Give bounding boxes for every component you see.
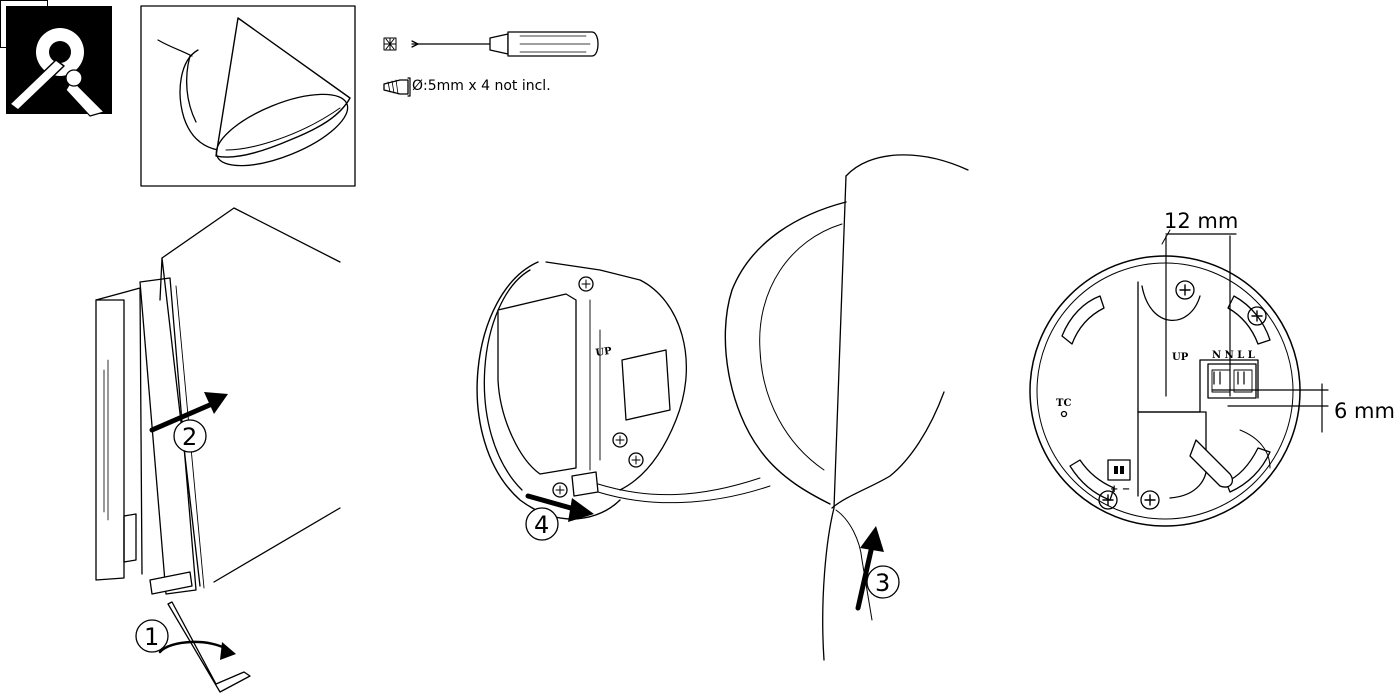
lamp-preview-icon bbox=[140, 5, 356, 187]
step-2-number: 2 bbox=[182, 423, 197, 451]
polarity-label: + − bbox=[1110, 484, 1130, 495]
dimension-12mm-label: 12 mm bbox=[1164, 209, 1238, 233]
step-1-number: 1 bbox=[144, 623, 159, 651]
screwdriver-icon bbox=[383, 31, 599, 57]
dimension-6mm-label: 6 mm bbox=[1334, 399, 1395, 423]
screw-icon bbox=[383, 77, 411, 97]
tool-warning-icon bbox=[6, 6, 112, 117]
push-arrow-step2 bbox=[149, 392, 228, 433]
up-mark-base: UP bbox=[1172, 352, 1189, 363]
terminal-labels: N N L L bbox=[1212, 350, 1255, 361]
step-3-number: 3 bbox=[875, 569, 890, 597]
up-mark-side: UP bbox=[595, 346, 613, 359]
lamp-head-view bbox=[724, 154, 969, 661]
step-circles bbox=[135, 419, 900, 653]
lift-arrow-step3 bbox=[855, 526, 884, 611]
tc-label: TC bbox=[1056, 398, 1071, 409]
disconnect-arrow-step4 bbox=[525, 493, 594, 522]
rotate-arrow-step1 bbox=[158, 640, 236, 660]
screw-spec-text: Ø:5mm x 4 not incl. bbox=[412, 78, 551, 94]
base-plate-front-view bbox=[1029, 229, 1329, 527]
step-4-number: 4 bbox=[534, 511, 549, 539]
base-plate-angled-view bbox=[476, 261, 771, 520]
hex-key-icon bbox=[167, 601, 251, 693]
